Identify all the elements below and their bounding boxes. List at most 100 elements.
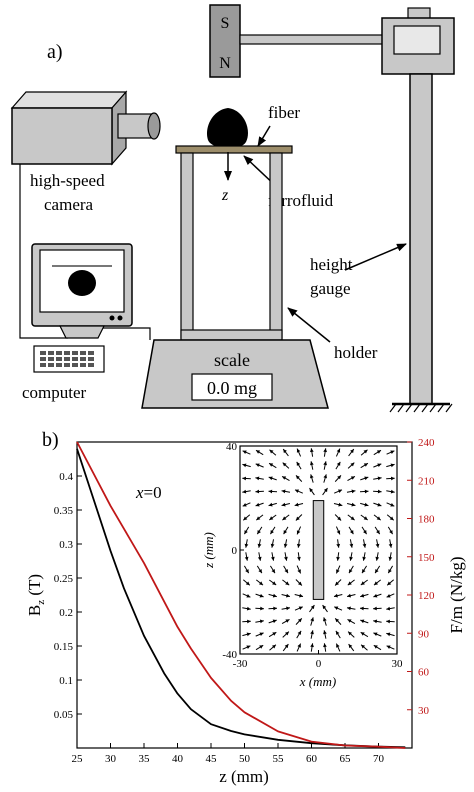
field-arrow-head [388,556,393,561]
panel-a-label: a) [47,41,63,63]
field-arrow-head [242,489,247,494]
field-arrow-head [257,543,262,548]
field-arrow-head [242,503,247,507]
scale-reading: 0.0 mg [207,378,257,398]
field-arrow-head [349,556,353,561]
field-arrow-head [363,530,367,535]
field-arrow-head [323,630,327,635]
field-arrow-head [390,489,395,494]
main-series [76,441,406,749]
field-arrow-head [242,450,247,454]
field-arrow-head [336,448,341,453]
x-zero-annotation-var: x [135,483,144,502]
field-arrow-head [390,463,395,468]
field-arrow-head [255,502,260,507]
y-axis-label-sub: z [35,600,47,605]
field-arrow-head [298,581,302,586]
y-axis-label: Bz (T) [25,574,47,616]
field-arrow-head [268,502,273,507]
field-arrow-head [350,449,354,454]
magnet [209,4,241,78]
x-tick-label: 45 [206,753,218,765]
field-arrow-head [269,463,274,467]
field-arrow-head [390,503,395,507]
field-arrow-head [270,530,274,535]
field-arrow-head [298,606,303,610]
y2-tick-label: 180 [418,514,435,526]
field-arrow-head [296,543,301,548]
field-arrow-head [323,643,327,648]
field-arrow-head [295,489,299,493]
field-arrow-head [386,619,390,624]
force-curve [76,441,406,749]
scale-cable [100,327,151,340]
inset-y-tick-label: 40 [226,441,238,453]
field-arrow-head [373,606,377,611]
field-arrow-head [363,449,368,454]
field-arrow-head [360,581,365,585]
field-arrow-head [244,530,248,535]
field-arrow-head [255,463,260,467]
field-arrow-head [282,516,287,521]
field-arrow-head [377,489,382,494]
field-arrow-head [335,618,340,623]
field-arrow-head [373,619,378,624]
field-arrow-head [246,594,251,598]
field-arrow-head [351,502,356,507]
x-tick-label: 30 [105,753,117,765]
field-arrow-head [323,617,327,622]
scale [141,339,329,409]
field-arrow-head [351,489,356,494]
field-arrow-head [297,643,301,648]
magnet-n-label: N [219,55,231,72]
field-arrow-head [337,516,342,521]
field-arrow-head [272,644,276,649]
y-tick-label: 0.05 [54,709,74,721]
field-arrow-head [364,502,369,507]
x-tick-label: 35 [139,753,151,765]
field-arrow-head [334,593,338,598]
field-arrow-head [363,463,368,467]
field-arrow-head [257,530,261,535]
field-arrow-head [375,543,380,548]
field-arrow-head [256,450,261,454]
field-arrow-head [244,543,249,548]
field-arrow-head [297,618,302,623]
field-arrow-head [283,530,288,535]
field-arrow-head [310,461,314,466]
field-arrow-head [374,581,378,586]
field-arrow-head [243,516,248,521]
field-arrow-head [347,606,351,611]
field-arrow-head [255,489,260,494]
gauge-arm [239,34,387,45]
field-arrow-head [270,543,275,548]
fiber [175,145,293,154]
field-arrow-head [364,476,369,481]
field-arrow-head [296,448,301,453]
field-arrow-head [323,474,327,479]
field-arrow-head [360,632,365,636]
x-zero-annotation-value: =0 [144,483,162,502]
field-arrow-head [297,569,301,574]
field-arrow-head [296,530,301,535]
field-arrow-head [285,631,289,636]
field-arrow-head [272,593,277,598]
holder-label: holder [334,343,378,362]
camera-label-2: camera [44,195,94,214]
inset-y-tick-label: -40 [222,649,237,661]
field-arrow-head [284,569,288,574]
field-arrow-head [273,606,277,611]
magnet-s-label: S [221,15,230,32]
field-arrow-head [338,489,342,493]
field-arrow-head [349,569,353,574]
holder-arrow [287,307,331,343]
field-arrow-head [282,462,287,467]
y-axis-label-main: B [25,605,44,616]
y2-tick-label: 210 [418,475,435,487]
field-arrow-head [309,488,314,493]
field-arrow-head [244,556,249,561]
field-arrow-head [310,643,314,648]
